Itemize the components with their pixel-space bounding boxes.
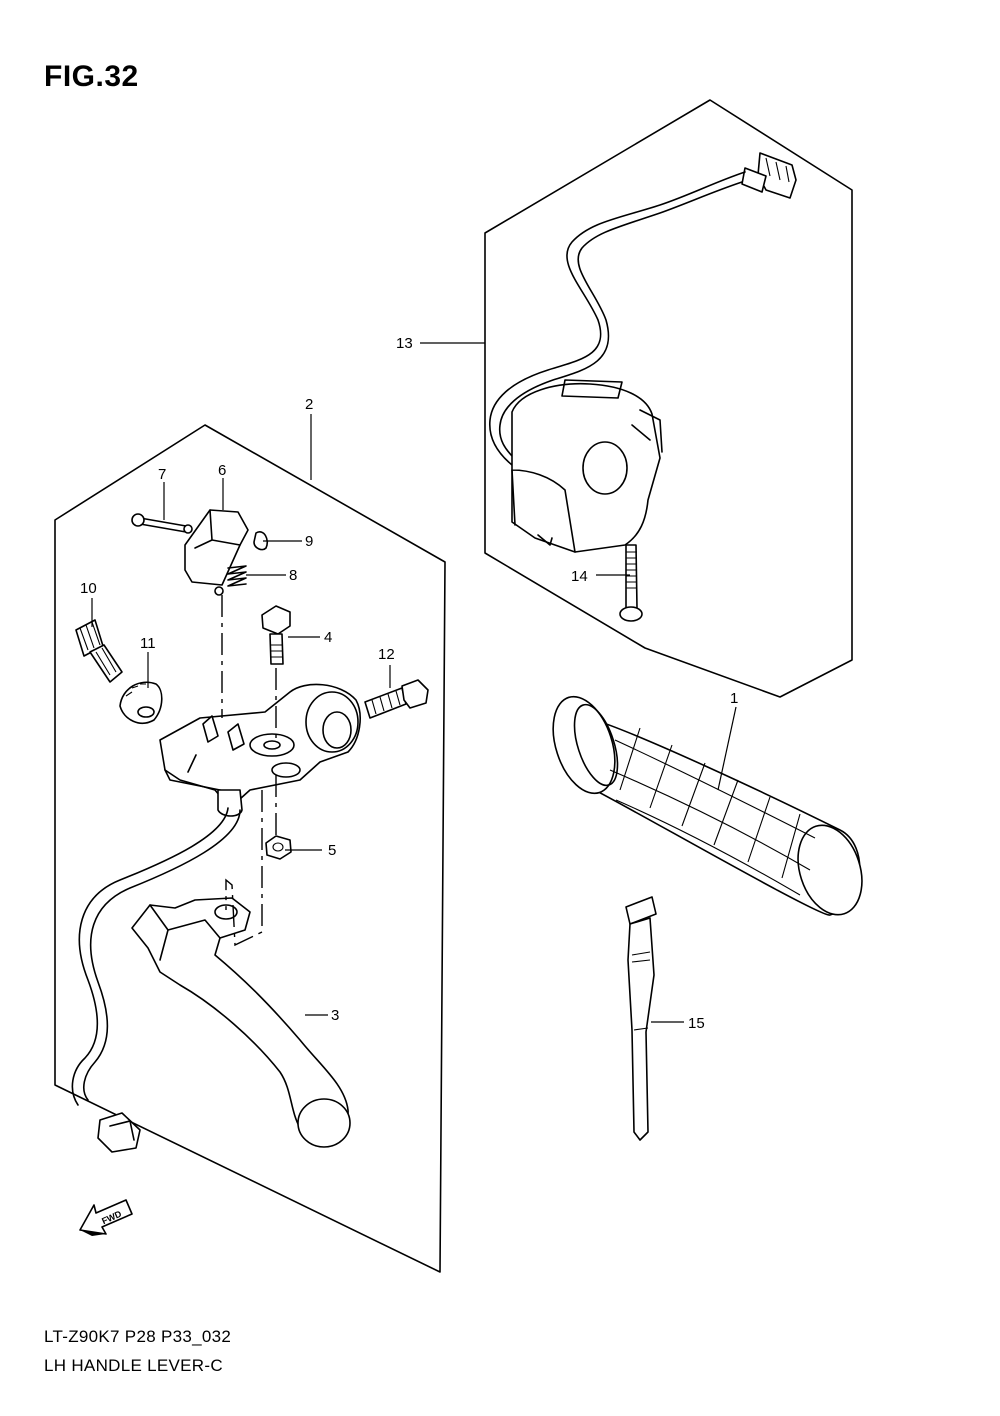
- callout-3: 3: [331, 1007, 339, 1024]
- callout-13: 13: [396, 335, 413, 352]
- callout-14: 14: [571, 568, 588, 585]
- locknut-11: [119, 681, 163, 724]
- switch-6: [184, 509, 249, 596]
- callout-8: 8: [289, 567, 297, 584]
- switch-cable: [71, 807, 241, 1153]
- leader-lines: [91, 342, 737, 1023]
- adjuster-10: [75, 619, 123, 683]
- callout-11: 11: [140, 635, 156, 652]
- strap-15: [625, 896, 657, 1141]
- callout-10: 10: [80, 580, 97, 597]
- assembly-frame-2: [54, 424, 446, 1273]
- callout-12: 12: [378, 646, 395, 663]
- callout-6: 6: [218, 462, 226, 479]
- fwd-arrow-icon: FWD: [79, 1199, 133, 1236]
- switch-assembly-13: [489, 152, 797, 553]
- pin-7: [131, 513, 193, 534]
- bolt-12: [364, 679, 429, 719]
- lever-3: [131, 897, 351, 1148]
- model-code: LT-Z90K7 P28 P33_032: [44, 1327, 232, 1346]
- nut-5: [265, 835, 292, 860]
- callout-2: 2: [305, 396, 313, 413]
- lever-bracket: [159, 683, 361, 817]
- figure-caption: LH HANDLE LEVER-C: [44, 1356, 223, 1375]
- figure-title: FIG.32: [44, 60, 139, 93]
- callout-5: 5: [328, 842, 336, 859]
- alignment-line-lever: [225, 790, 263, 947]
- screw-14: [619, 544, 643, 622]
- bolt-4: [261, 605, 291, 665]
- callout-4: 4: [324, 629, 332, 646]
- callout-9: 9: [305, 533, 313, 550]
- clip-9: [253, 531, 269, 551]
- callout-15: 15: [688, 1015, 705, 1032]
- spring-8: [227, 565, 247, 587]
- callout-1: 1: [730, 690, 738, 707]
- assembly-frame-13: [484, 99, 853, 698]
- callout-7: 7: [158, 466, 166, 483]
- grip-1: [552, 695, 863, 916]
